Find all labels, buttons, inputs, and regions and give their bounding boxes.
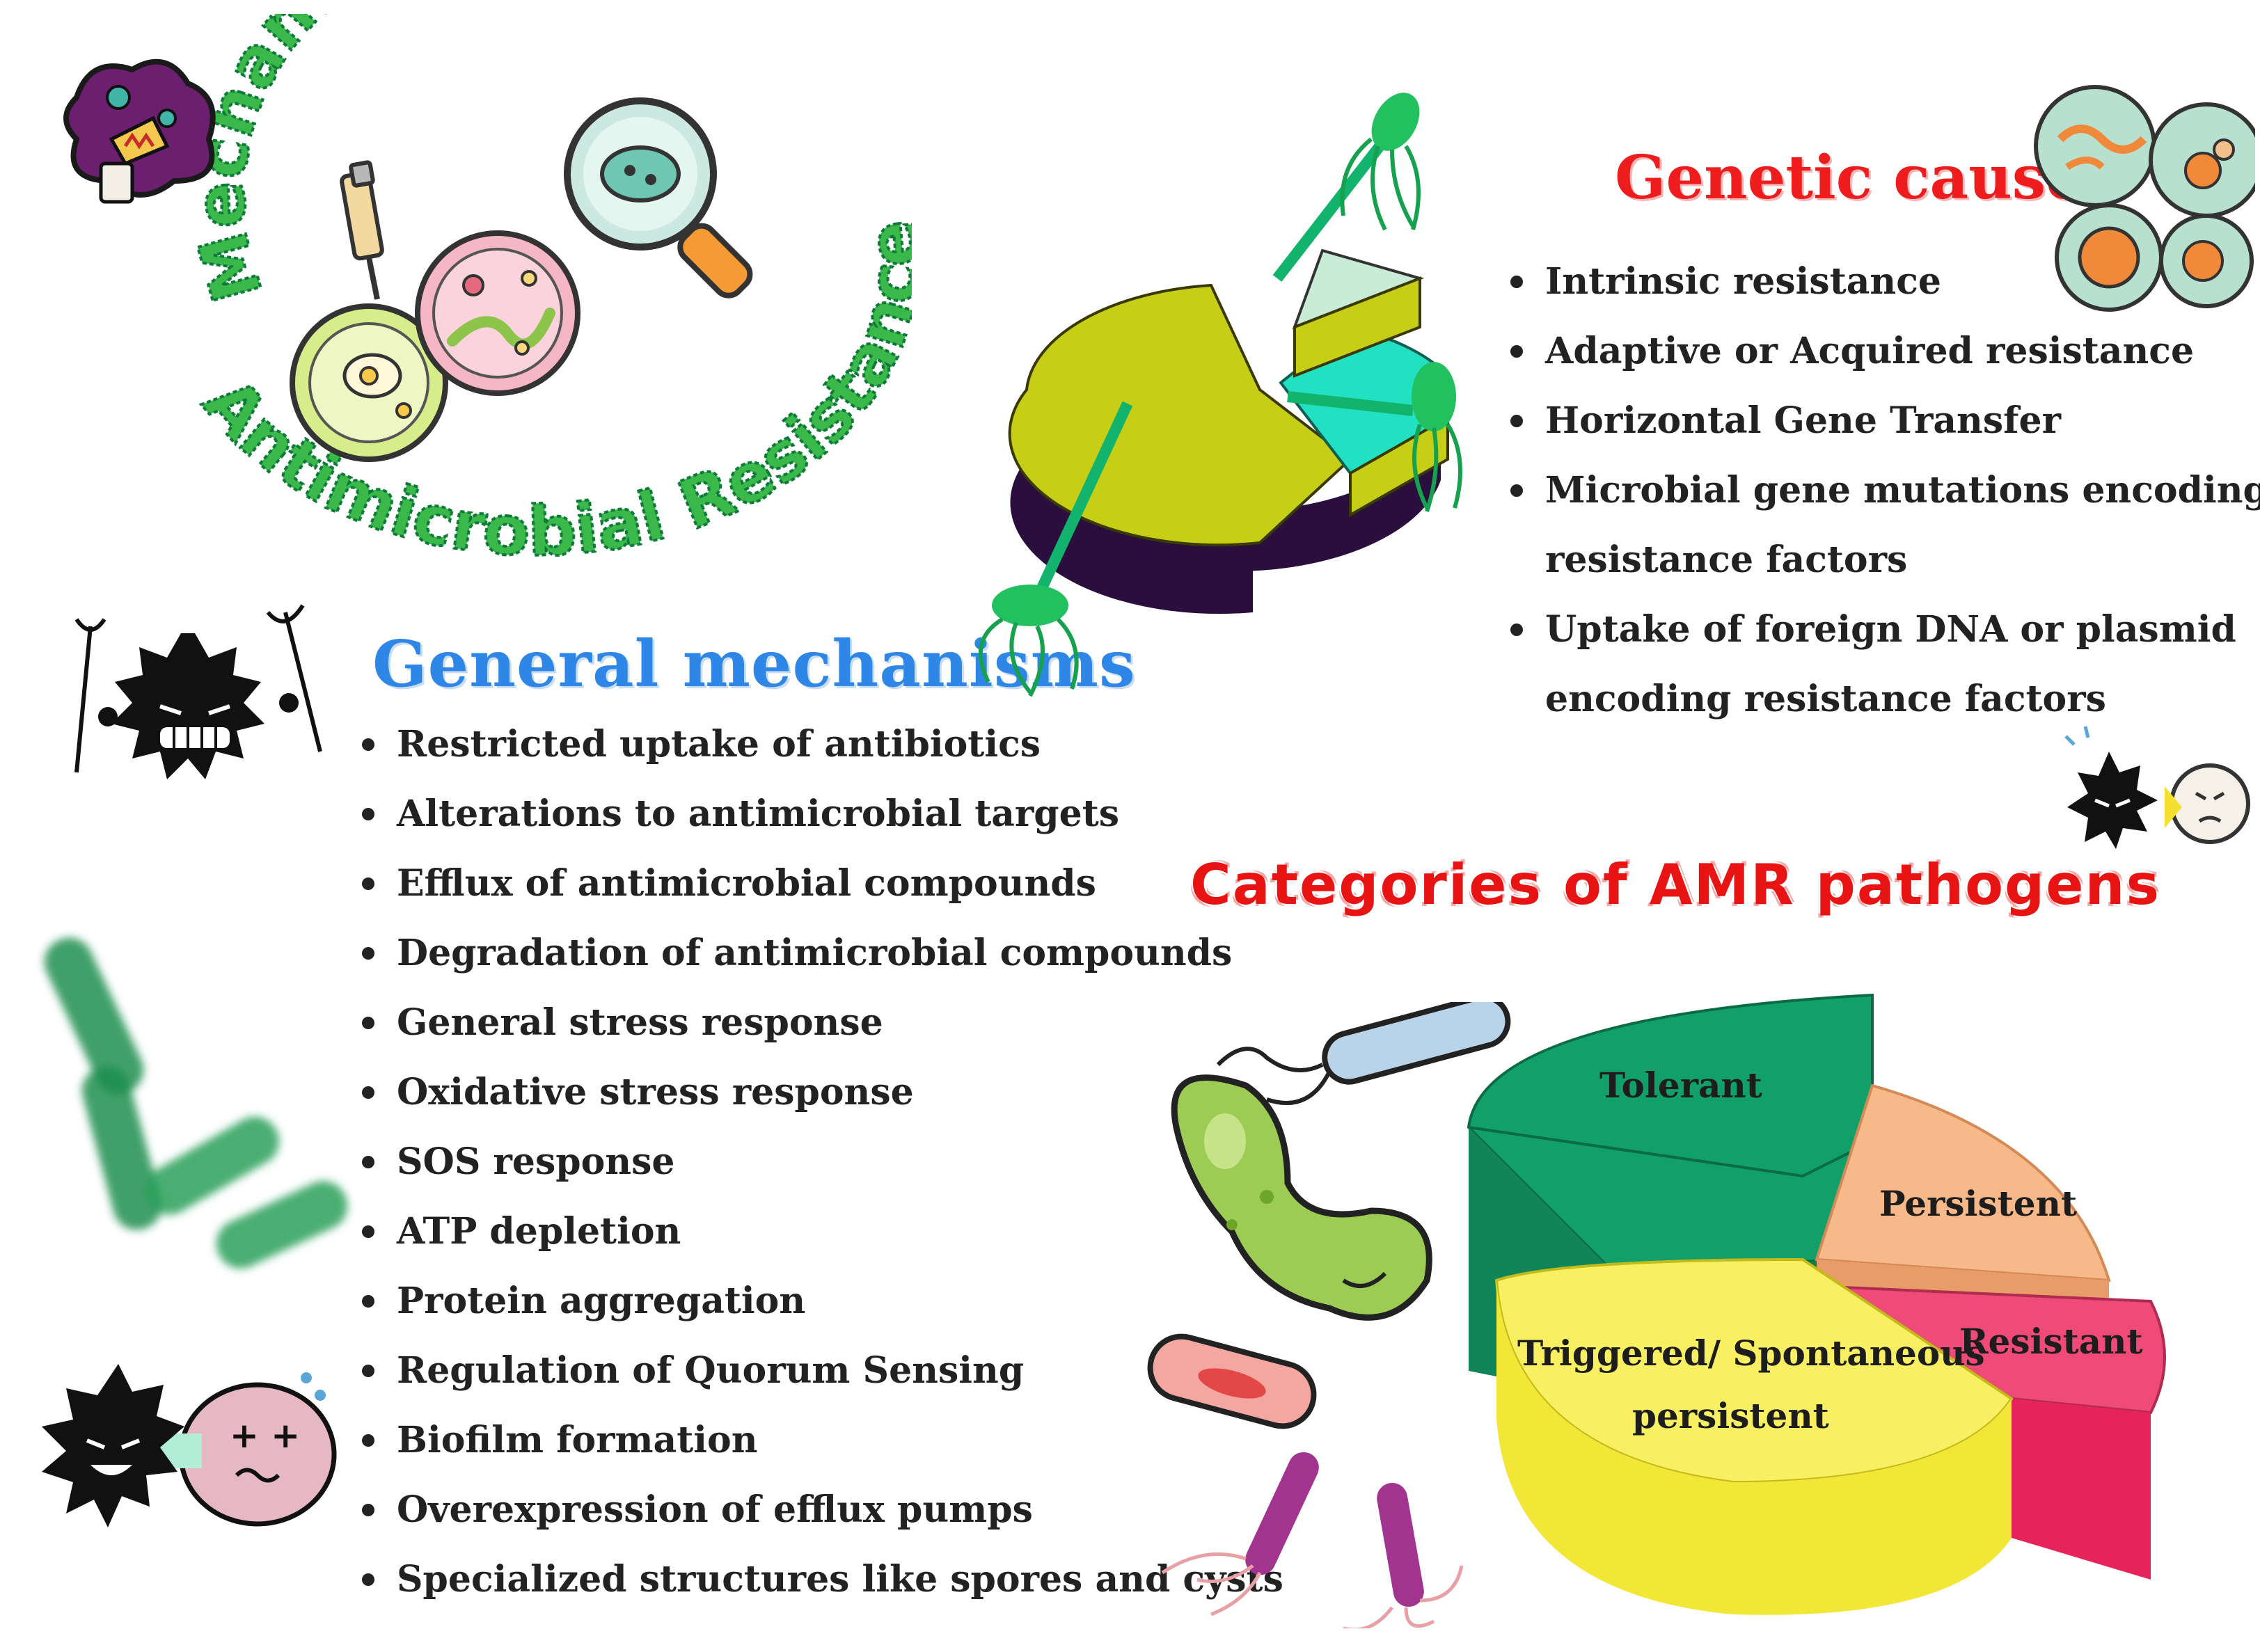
list-item-line: Uptake of foreign DNA or plasmid (1545, 608, 2236, 651)
list-item: Protein aggregation (362, 1266, 1283, 1336)
general-heading: General mechanisms (372, 626, 1136, 701)
pie-slice-triggered (1494, 1257, 2014, 1615)
flagellated-bacteria-icon (978, 585, 1079, 697)
pie-label-persistent: Persistent (1879, 1183, 2078, 1224)
green-rod-bacteria-icon (44, 937, 348, 1269)
flagellated-bacteria-icon (1340, 93, 1421, 231)
list-item-line: Adaptive or Acquired resistance (1545, 330, 2195, 372)
general-list: Restricted uptake of antibiotics Alterat… (362, 710, 1283, 1614)
pie-slice-resistant (1839, 1285, 2166, 1580)
list-item: Regulation of Quorum Sensing (362, 1336, 1283, 1406)
list-item-line: Microbial gene mutations encoding (1545, 469, 2260, 511)
list-item-line: Intrinsic resistance (1545, 260, 1941, 303)
list-item: Restricted uptake of antibiotics (362, 710, 1283, 779)
petri-dishes-icon (2034, 85, 2255, 312)
bacteria-cluster-icon (1147, 1002, 1511, 1628)
black-virus-devil-icon (74, 604, 322, 779)
mint-slice (1292, 248, 1425, 378)
small-virus-fight-icon (2064, 726, 2250, 849)
list-item: Degradation of antimicrobial compounds (362, 919, 1283, 988)
pie-label-triggered-line1: Triggered/ Spontaneous (1517, 1333, 1985, 1374)
title-art: Mechanisms of Antimicrobial Resistance (180, 14, 912, 573)
top-pie-chart (978, 93, 1462, 697)
purple-monster-icon (63, 58, 216, 204)
magnifier-bacteria-icon (564, 97, 753, 299)
genetic-list: Intrinsic resistance Adaptive or Acquire… (1510, 247, 2260, 734)
list-item: Oxidative stress response (362, 1058, 1283, 1127)
genetic-heading: Genetic causes (1615, 143, 2118, 213)
pie-label-triggered-line2: persistent (1632, 1395, 1829, 1436)
list-item-line: encoding resistance factors (1545, 678, 2106, 720)
list-item-line: resistance factors (1545, 539, 1908, 581)
svg-text:+ +: + + (230, 1415, 300, 1456)
list-item: Overexpression of efflux pumps (362, 1475, 1283, 1545)
list-item: General stress response (362, 988, 1283, 1058)
list-item: ATP depletion (362, 1197, 1283, 1266)
list-item: Biofilm formation (362, 1406, 1283, 1475)
list-item: Specialized structures like spores and c… (362, 1545, 1283, 1614)
list-item-line: Horizontal Gene Transfer (1545, 399, 2061, 442)
list-item: Adaptive or Acquired resistance (1510, 317, 2260, 386)
list-item: Uptake of foreign DNA or plasmid encoding… (1510, 595, 2260, 734)
list-item: Intrinsic resistance (1510, 247, 2260, 317)
list-item: Microbial gene mutations encoding resista… (1510, 456, 2260, 595)
virus-vs-cell-icon: + + (42, 1364, 337, 1527)
categories-pie-chart (1467, 993, 2166, 1615)
pipette-icon (340, 160, 384, 300)
list-item: Horizontal Gene Transfer (1510, 386, 2260, 456)
pie-label-resistant: Resistant (1959, 1321, 2143, 1362)
list-item: SOS response (362, 1127, 1283, 1197)
flagellated-bacteria-icon (1412, 362, 1462, 512)
petri-dish-icon (290, 303, 448, 462)
pie-label-tolerant: Tolerant (1599, 1065, 1762, 1106)
list-item: Alterations to antimicrobial targets (362, 779, 1283, 849)
list-item: Efflux of antimicrobial compounds (362, 849, 1283, 919)
categories-heading: Categories of AMR pathogens (1190, 852, 2161, 917)
petri-dish-pink-icon (415, 230, 580, 396)
